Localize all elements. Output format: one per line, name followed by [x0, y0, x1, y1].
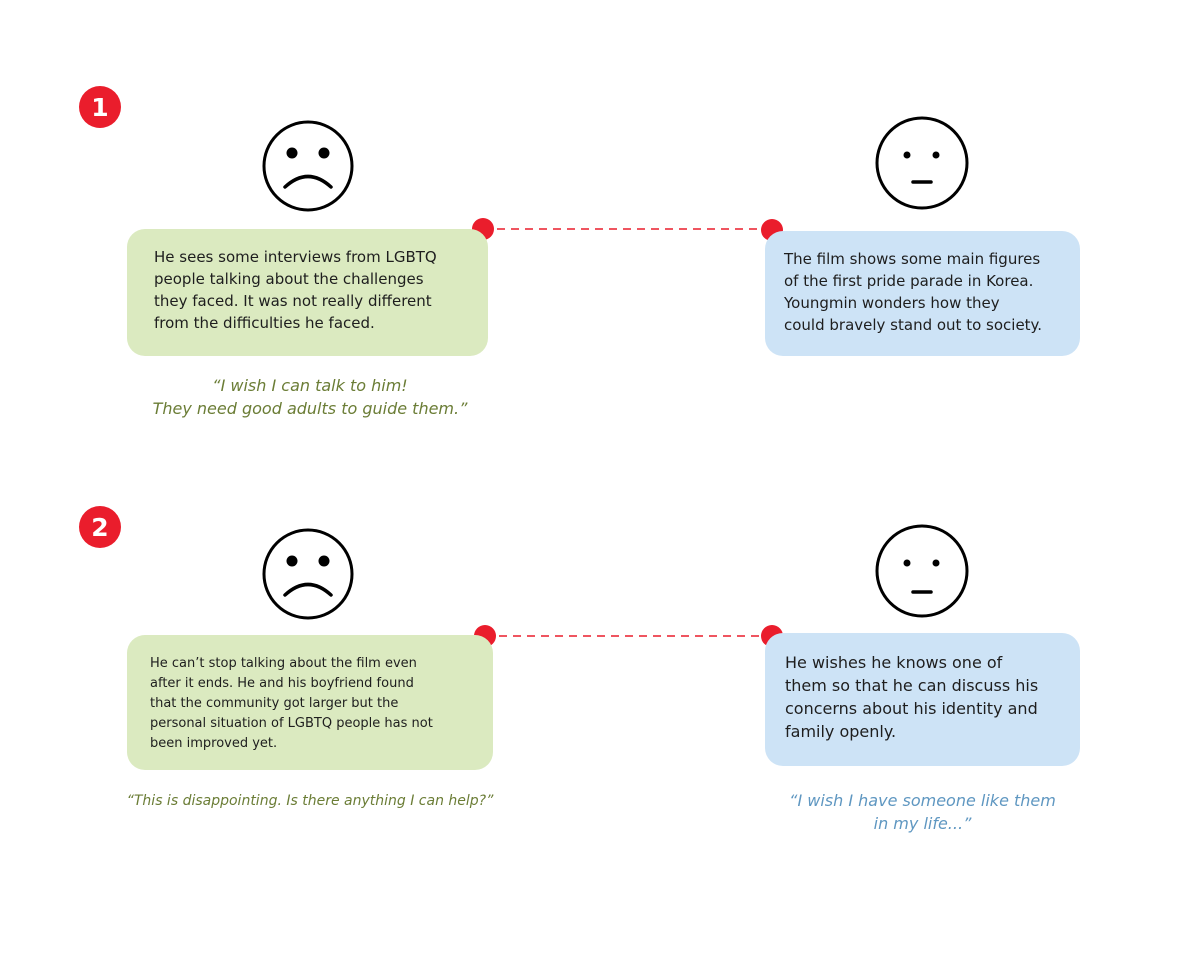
step-2-right-card: He wishes he knows one of them so that h… [765, 633, 1080, 766]
card-line: they faced. It was not really different [154, 292, 432, 310]
card-line: personal situation of LGBTQ people has n… [150, 716, 433, 731]
card-line: that the community got larger but the [150, 696, 399, 711]
step-1-left-card: He sees some interviews from LGBTQ peopl… [127, 229, 488, 356]
card-line: from the difficulties he faced. [154, 314, 375, 332]
sad-face-icon [262, 120, 354, 212]
card-line: family openly. [785, 722, 897, 741]
step-2-left-card: He can’t stop talking about the film eve… [127, 635, 493, 770]
card-line: He can’t stop talking about the film eve… [150, 656, 417, 671]
card-line: after it ends. He and his boyfriend foun… [150, 676, 414, 691]
sad-face-icon [262, 528, 354, 620]
step-2-badge: 2 [79, 506, 121, 548]
step-2-right-quote: “I wish I have someone like them in my l… [789, 791, 1056, 833]
card-line: Youngmin wonders how they [784, 294, 1000, 312]
card-line: of the first pride parade in Korea. [784, 272, 1034, 290]
card-line: been improved yet. [150, 736, 278, 751]
card-line: them so that he can discuss his [785, 676, 1039, 695]
neutral-face-icon [875, 116, 969, 210]
step-2-left-quote: “This is disappointing. Is there anythin… [126, 793, 494, 809]
card-line: could bravely stand out to society. [784, 316, 1043, 334]
card-line: He sees some interviews from LGBTQ [154, 248, 437, 266]
card-line: The film shows some main figures [784, 250, 1041, 268]
step-1-right-card: The film shows some main figures of the … [765, 231, 1080, 356]
neutral-face-icon [875, 524, 969, 618]
step-1-badge: 1 [79, 86, 121, 128]
step-1-left-quote: “I wish I can talk to him! They need goo… [152, 376, 468, 418]
card-line: concerns about his identity and [785, 699, 1038, 718]
card-line: people talking about the challenges [154, 270, 424, 288]
card-line: He wishes he knows one of [785, 653, 1003, 672]
